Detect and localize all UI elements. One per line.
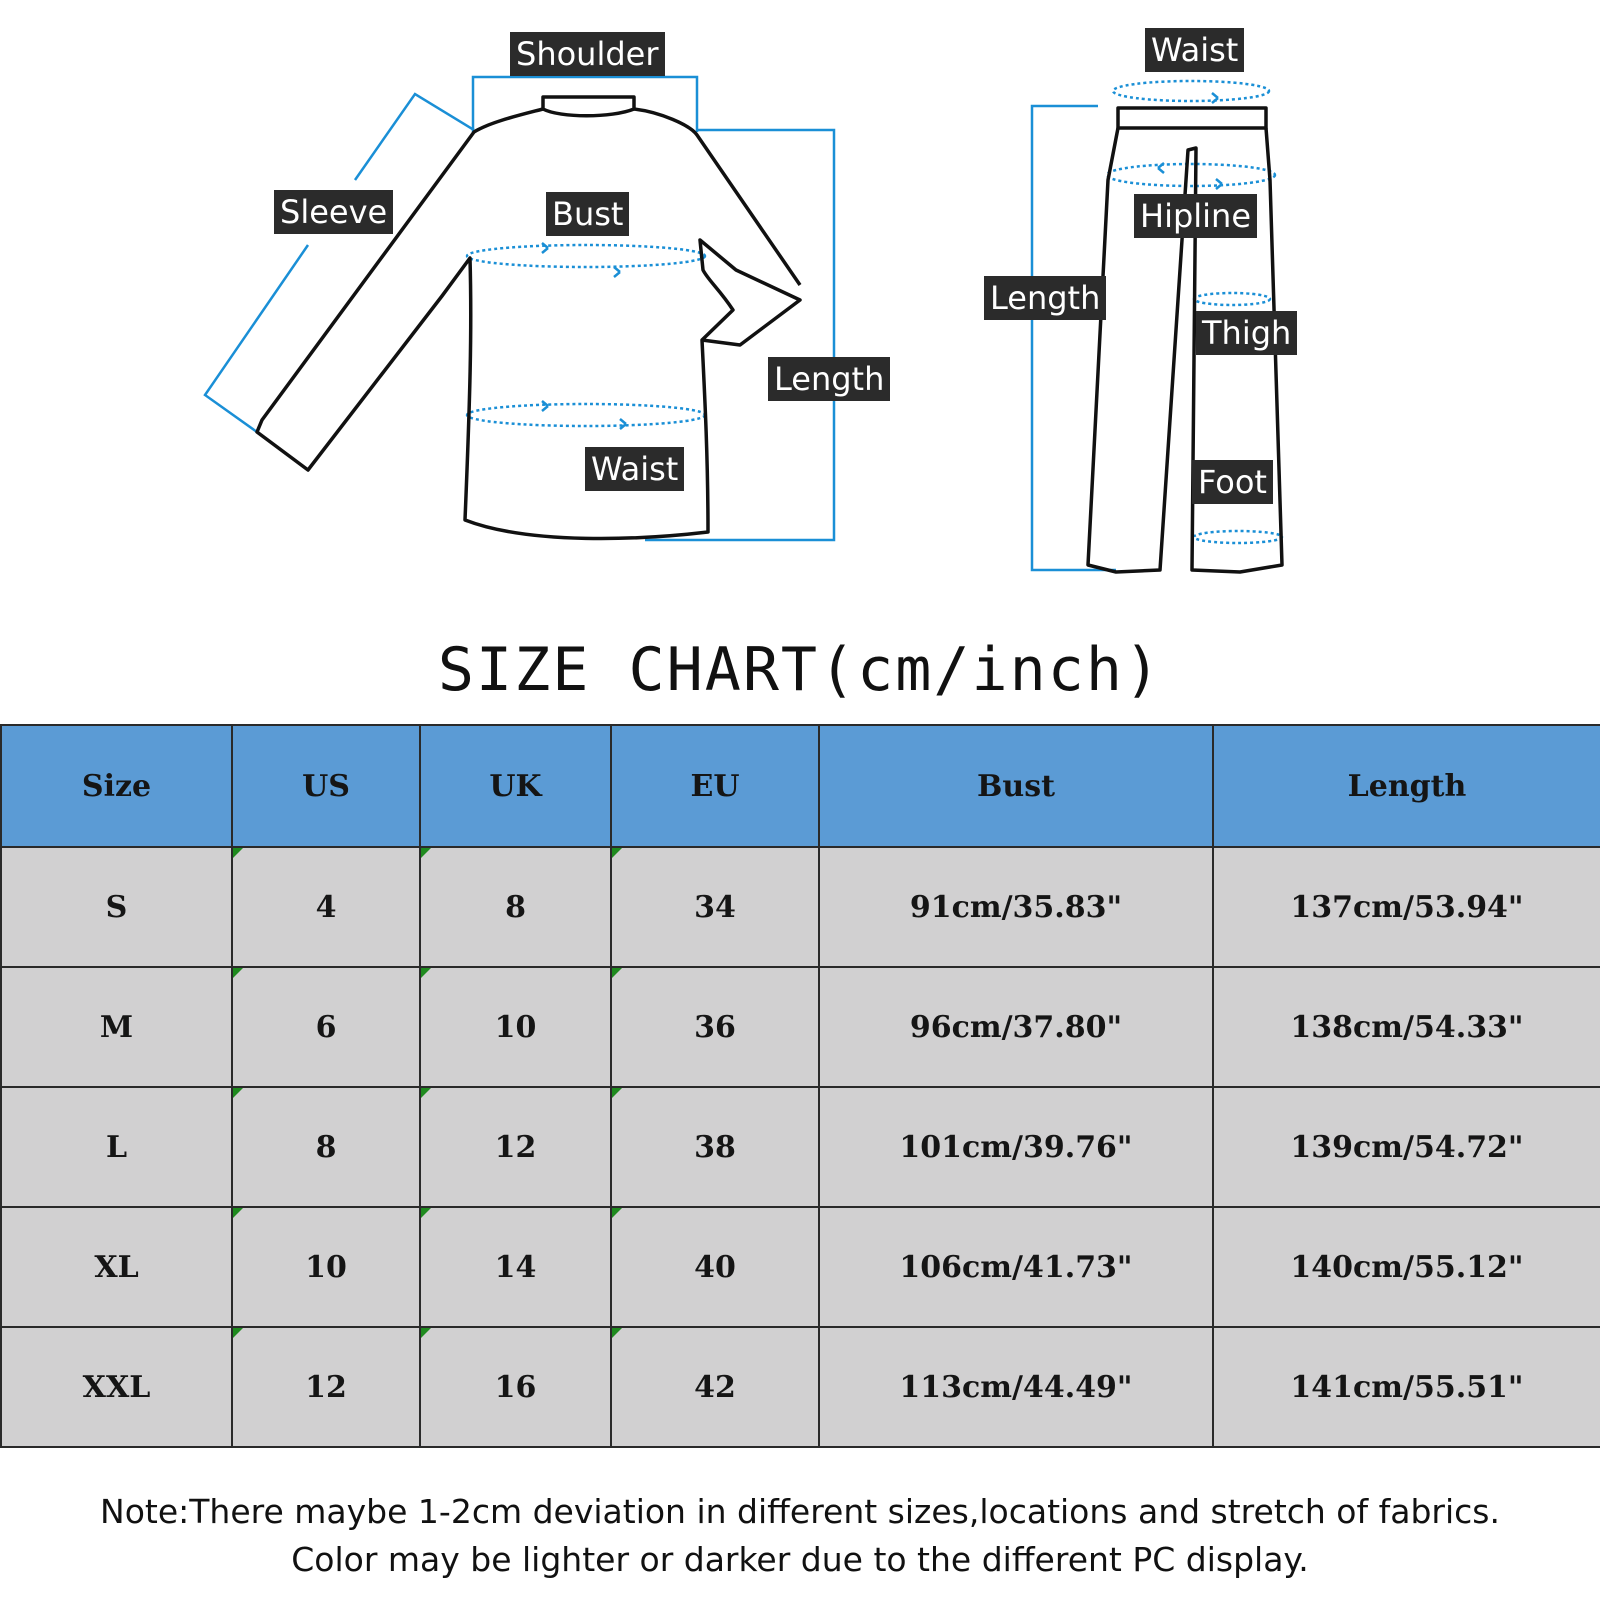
size-chart-title: SIZE CHART(cm/inch): [437, 635, 1163, 705]
size-table: Size US UK EU Bust Length S 4 8 34 91cm/…: [0, 724, 1600, 1448]
table-cell: 141cm/55.51": [1212, 1326, 1600, 1448]
label-bust: Bust: [546, 192, 630, 236]
top-measure-lines: [203, 75, 836, 542]
column-header: US: [231, 724, 421, 848]
table-cell: 16: [419, 1326, 612, 1448]
table-cell: 91cm/35.83": [818, 846, 1214, 968]
table-cell: 34: [610, 846, 820, 968]
pants-outline: [1086, 106, 1284, 574]
table-cell: 12: [231, 1326, 421, 1448]
table-cell: 137cm/53.94": [1212, 846, 1600, 968]
column-header: EU: [610, 724, 820, 848]
label-thigh: Thigh: [1196, 311, 1298, 355]
table-row: M 6 10 36 96cm/37.80" 138cm/54.33": [0, 966, 1600, 1088]
table-cell: 38: [610, 1086, 820, 1208]
table-cell: 10: [419, 966, 612, 1088]
label-waist-top: Waist: [585, 447, 685, 491]
table-cell: 36: [610, 966, 820, 1088]
label-length-pants: Length: [984, 276, 1107, 320]
table-row: L 8 12 38 101cm/39.76" 139cm/54.72": [0, 1086, 1600, 1208]
table-cell: 8: [231, 1086, 421, 1208]
label-shoulder: Shoulder: [510, 32, 665, 76]
table-cell: 101cm/39.76": [818, 1086, 1214, 1208]
table-cell: 10: [231, 1206, 421, 1328]
note-line-1: Note:There maybe 1-2cm deviation in diff…: [100, 1492, 1500, 1531]
note: Note:There maybe 1-2cm deviation in diff…: [0, 1488, 1600, 1584]
table-cell: 138cm/54.33": [1212, 966, 1600, 1088]
table-cell: 4: [231, 846, 421, 968]
column-header: Length: [1212, 724, 1600, 848]
table-cell: 140cm/55.12": [1212, 1206, 1600, 1328]
measurement-diagram: Shoulder Sleeve Bust Length Waist Waist …: [0, 0, 1600, 620]
table-header-row: Size US UK EU Bust Length: [0, 724, 1600, 848]
table-row: XXL 12 16 42 113cm/44.49" 141cm/55.51": [0, 1326, 1600, 1448]
table-row: S 4 8 34 91cm/35.83" 137cm/53.94": [0, 846, 1600, 968]
garment-illustration: [203, 75, 1284, 574]
table-cell: 6: [231, 966, 421, 1088]
table-cell: 12: [419, 1086, 612, 1208]
table-cell: 106cm/41.73": [818, 1206, 1214, 1328]
column-header: Bust: [818, 724, 1214, 848]
top-outline: [255, 95, 802, 541]
table-cell: 40: [610, 1206, 820, 1328]
column-header: Size: [0, 724, 233, 848]
table-cell: XL: [0, 1206, 233, 1328]
table-cell: M: [0, 966, 233, 1088]
table-cell: XXL: [0, 1326, 233, 1448]
table-cell: S: [0, 846, 233, 968]
label-sleeve: Sleeve: [274, 190, 394, 234]
note-line-2: Color may be lighter or darker due to th…: [291, 1540, 1309, 1579]
label-foot: Foot: [1192, 460, 1273, 504]
table-cell: 14: [419, 1206, 612, 1328]
table-row: XL 10 14 40 106cm/41.73" 140cm/55.12": [0, 1206, 1600, 1328]
label-length-top: Length: [768, 357, 891, 401]
label-waist-pants: Waist: [1145, 28, 1245, 72]
table-body: S 4 8 34 91cm/35.83" 137cm/53.94" M 6 10…: [0, 846, 1600, 1448]
table-cell: L: [0, 1086, 233, 1208]
table-cell: 8: [419, 846, 612, 968]
label-hipline: Hipline: [1134, 194, 1258, 238]
table-cell: 42: [610, 1326, 820, 1448]
table-cell: 96cm/37.80": [818, 966, 1214, 1088]
table-cell: 113cm/44.49": [818, 1326, 1214, 1448]
table-cell: 139cm/54.72": [1212, 1086, 1600, 1208]
column-header: UK: [419, 724, 612, 848]
